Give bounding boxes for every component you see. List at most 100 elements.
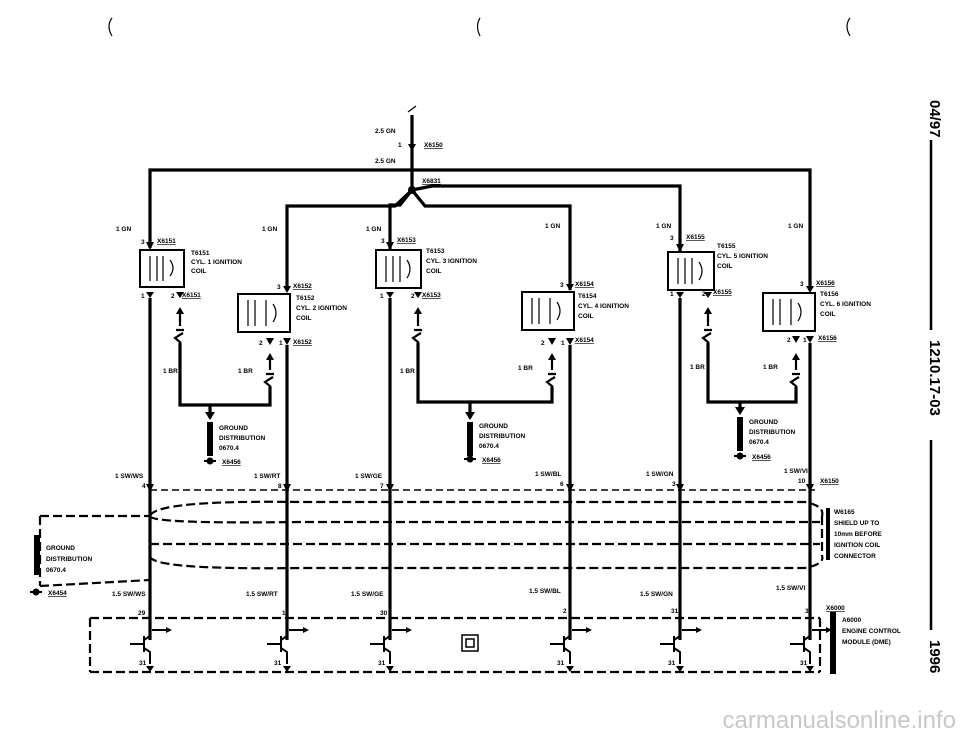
coil-3-part: T6153 <box>426 248 445 255</box>
coil-1-pin-top: 3 <box>141 239 145 246</box>
coil-5-line2: CYL. 5 IGNITION <box>717 253 768 260</box>
coil-cyl-5: 1 GN 3 X6155 T6155 CYL. 5 IGNITION COIL … <box>656 223 768 371</box>
ground-wiring <box>178 343 798 420</box>
coil-2-feed: 1 GN <box>262 226 277 233</box>
supply-bottom-wire: 2.5 GN <box>375 158 396 165</box>
svg-text:1 SW/WS: 1 SW/WS <box>115 473 144 480</box>
coil-4-symbol <box>521 291 575 331</box>
ground-distribution-4: GROUND DISTRIBUTION 0670.4 X6454 <box>30 535 93 597</box>
svg-text:31: 31 <box>274 660 282 667</box>
svg-text:31: 31 <box>671 608 679 615</box>
coil-6-symbol <box>762 292 816 332</box>
svg-text:31: 31 <box>139 660 147 667</box>
svg-text:X6456: X6456 <box>482 457 501 464</box>
coil-3-ground-wire: 1 BR <box>400 368 415 375</box>
svg-text:DISTRIBUTION: DISTRIBUTION <box>219 435 266 442</box>
coil-2-line3: COIL <box>296 315 312 322</box>
coil-1-pin-l: 1 <box>141 293 145 300</box>
shield-w6165 <box>38 500 824 588</box>
coil-5-symbol <box>667 251 715 291</box>
coil-cyl-6: 1 GN 3 X6156 T6156 CYL. 6 IGNITION COIL … <box>762 223 871 388</box>
svg-text:DISTRIBUTION: DISTRIBUTION <box>479 433 526 440</box>
module-line3: MODULE (DME) <box>842 639 891 646</box>
coil-1-symbol <box>139 249 185 288</box>
svg-text:SHIELD UP TO: SHIELD UP TO <box>834 520 879 527</box>
supply-feed: 2.5 GN 1 X6150 2.5 GN X6831 <box>375 105 443 194</box>
coil-4-feed: 1 GN <box>545 223 560 230</box>
svg-text:1.5 SW/WS: 1.5 SW/WS <box>112 591 146 598</box>
supply-connector: X6150 <box>424 142 443 149</box>
shield-label: W6165 SHIELD UP TO 10mm BEFORE IGNITION … <box>826 508 882 560</box>
coil-cyl-3: 1 GN 3 X6153 T6153 CYL. 3 IGNITION COIL … <box>366 226 477 375</box>
coil-1-line3: COIL <box>191 268 207 275</box>
coil-3-conn-top: X6153 <box>397 237 416 244</box>
driver-transistor-icon <box>370 627 412 672</box>
svg-text:1: 1 <box>282 610 286 617</box>
date-code: 04/97 <box>926 100 943 138</box>
svg-text:1.5 SW/GE: 1.5 SW/GE <box>351 591 384 598</box>
coil-cyl-2: 1 GN 3 X6152 T6152 CYL. 2 IGNITION COIL … <box>237 226 347 388</box>
coil-3-feed: 1 GN <box>366 226 381 233</box>
watermark: carmanualsonline.info <box>723 707 956 734</box>
coil-5-feed: 1 GN <box>656 223 671 230</box>
coil-3-pin-top: 3 <box>381 238 385 245</box>
coil-cyl-4: 1 GN 3 X6154 T6154 CYL. 4 IGNITION COIL … <box>518 223 629 388</box>
svg-text:DISTRIBUTION: DISTRIBUTION <box>749 429 796 436</box>
svg-text:GROUND: GROUND <box>219 425 248 432</box>
coil-6-pin-r: 1 <box>803 337 807 344</box>
svg-text:6: 6 <box>560 481 564 488</box>
svg-text:2: 2 <box>563 608 567 615</box>
coil-4-part: T6154 <box>578 293 597 300</box>
scan-marks <box>108 17 851 37</box>
coil-6-line2: CYL. 6 IGNITION <box>820 301 871 308</box>
svg-text:1.5 SW/RT: 1.5 SW/RT <box>246 591 278 598</box>
svg-text:0670.4: 0670.4 <box>219 445 239 452</box>
svg-text:1 SW/BL: 1 SW/BL <box>535 471 561 478</box>
svg-text:29: 29 <box>138 610 146 617</box>
dme-driver-ground-labels: 31 31 31 31 31 31 <box>139 660 808 667</box>
coil-1-conn-bot: X6151 <box>182 292 201 299</box>
coil-2-conn-bot: X6152 <box>293 339 312 346</box>
coil-4-pin-l: 2 <box>541 340 545 347</box>
coil-4-pin-top: 3 <box>560 282 564 289</box>
coil-4-ground-wire: 1 BR <box>518 365 533 372</box>
coil-1-pin-r: 2 <box>171 293 175 300</box>
svg-text:0670.4: 0670.4 <box>46 567 66 574</box>
driver-transistor-icon <box>267 627 309 672</box>
coil-6-pin-top: 3 <box>800 281 804 288</box>
coil-6-feed: 1 GN <box>788 223 803 230</box>
svg-text:10mm BEFORE: 10mm BEFORE <box>834 531 882 538</box>
driver-transistor-icon <box>550 627 592 672</box>
coil-5-conn-top: X6155 <box>686 234 705 241</box>
dme-drivers <box>130 627 832 672</box>
svg-text:31: 31 <box>378 660 386 667</box>
coil-1-part: T6151 <box>191 250 210 257</box>
coil-5-line3: COIL <box>717 263 733 270</box>
coil-6-part: T6156 <box>820 291 839 298</box>
coil-1-conn-top: X6151 <box>157 238 176 245</box>
coil-2-ground-wire: 1 BR <box>238 368 253 375</box>
svg-text:30: 30 <box>380 610 388 617</box>
svg-text:DISTRIBUTION: DISTRIBUTION <box>46 556 93 563</box>
svg-text:W6165: W6165 <box>834 509 855 516</box>
coil-4-line2: CYL. 4 IGNITION <box>578 303 629 310</box>
ground-distribution-1: GROUND DISTRIBUTION 0670.4 X6456 <box>204 422 266 466</box>
coil-4-conn-top: X6154 <box>575 281 594 288</box>
coil-5-part: T6155 <box>717 243 736 250</box>
coil-5-pin-top: 3 <box>670 235 674 242</box>
dme-wire-labels: 1.5 SW/WS 29 1.5 SW/RT 1 1.5 SW/GE 30 1.… <box>112 585 845 617</box>
svg-text:1.5 SW/VI: 1.5 SW/VI <box>776 585 805 592</box>
svg-text:31: 31 <box>800 660 808 667</box>
coil-3-line3: COIL <box>426 268 442 275</box>
driver-transistor-icon <box>660 627 702 672</box>
coil-3-spark-icon <box>411 314 422 344</box>
coil-cyl-1: 1 GN 3 X6151 T6151 CYL. 1 IGNITION COIL … <box>116 226 242 375</box>
coil-4-pin-r: 1 <box>561 340 565 347</box>
feed-bus <box>148 168 812 290</box>
coil-5-pin-r: 2 <box>702 291 706 298</box>
svg-text:X6456: X6456 <box>222 459 241 466</box>
svg-text:8: 8 <box>278 483 282 490</box>
module-line2: ENGINE CONTROL <box>842 628 901 635</box>
ground-distribution-3: GROUND DISTRIBUTION 0670.4 X6456 <box>734 417 796 461</box>
